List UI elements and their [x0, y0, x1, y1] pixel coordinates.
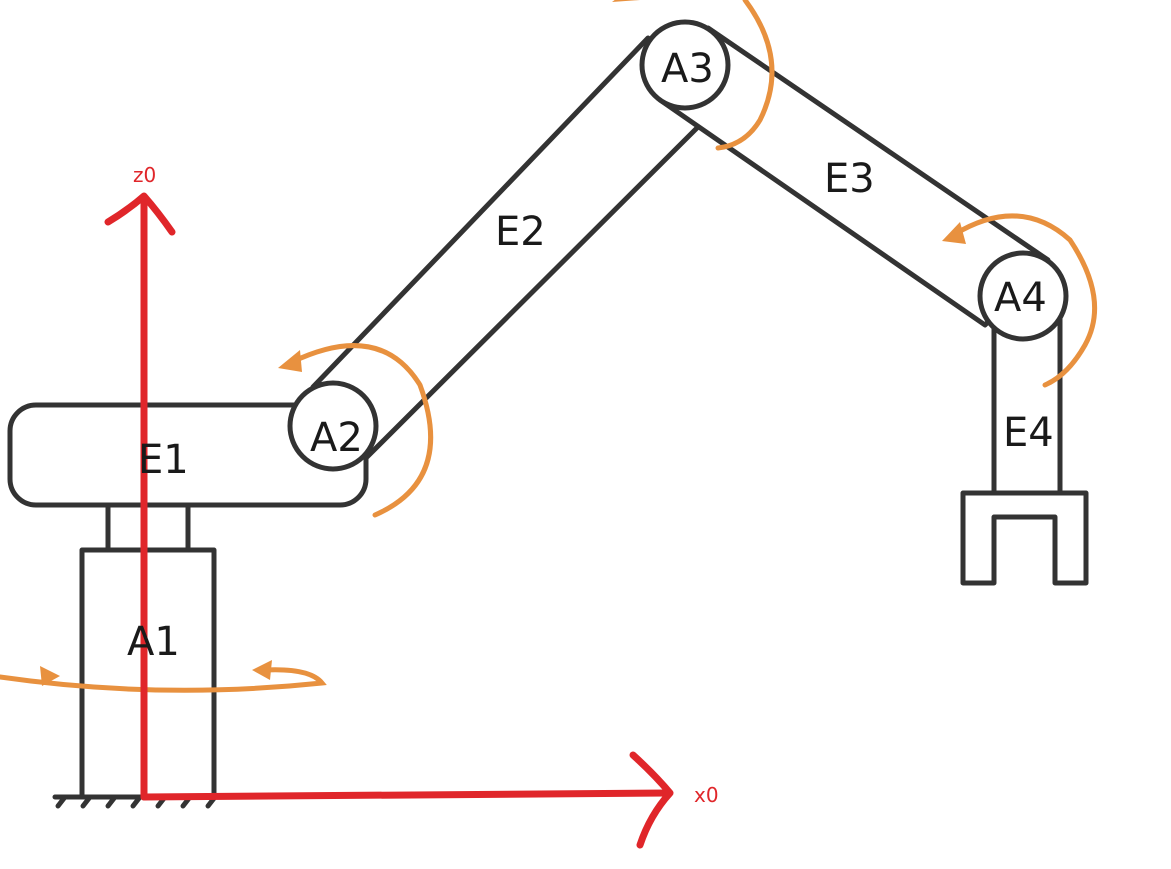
label-x0: x0 [694, 783, 719, 807]
base-column [79, 547, 217, 800]
coordinate-frame [104, 192, 674, 849]
joint-a4 [977, 250, 1069, 342]
label-e3: E3 [824, 156, 875, 202]
label-a3: A3 [661, 46, 714, 92]
label-a2: A2 [310, 415, 363, 461]
label-z0: z0 [133, 163, 156, 187]
label-e1: E1 [138, 437, 189, 483]
label-e4: E4 [1003, 410, 1054, 456]
rotation-arrow-a3 [612, 0, 775, 151]
rotation-arrow-a2 [278, 343, 434, 518]
base-neck [105, 502, 191, 553]
joint-a3 [639, 19, 731, 111]
label-a4: A4 [994, 275, 1047, 321]
x-axis-arrowhead [629, 751, 674, 849]
rotation-arrow-a4 [942, 213, 1098, 388]
rotation-arrow-a1 [0, 660, 327, 693]
label-a1: A1 [127, 619, 180, 665]
joint-a2 [287, 380, 379, 472]
label-e2: E2 [495, 209, 546, 255]
z-axis-arrowhead [104, 192, 176, 236]
gripper [960, 490, 1089, 586]
x-axis [140, 789, 672, 801]
